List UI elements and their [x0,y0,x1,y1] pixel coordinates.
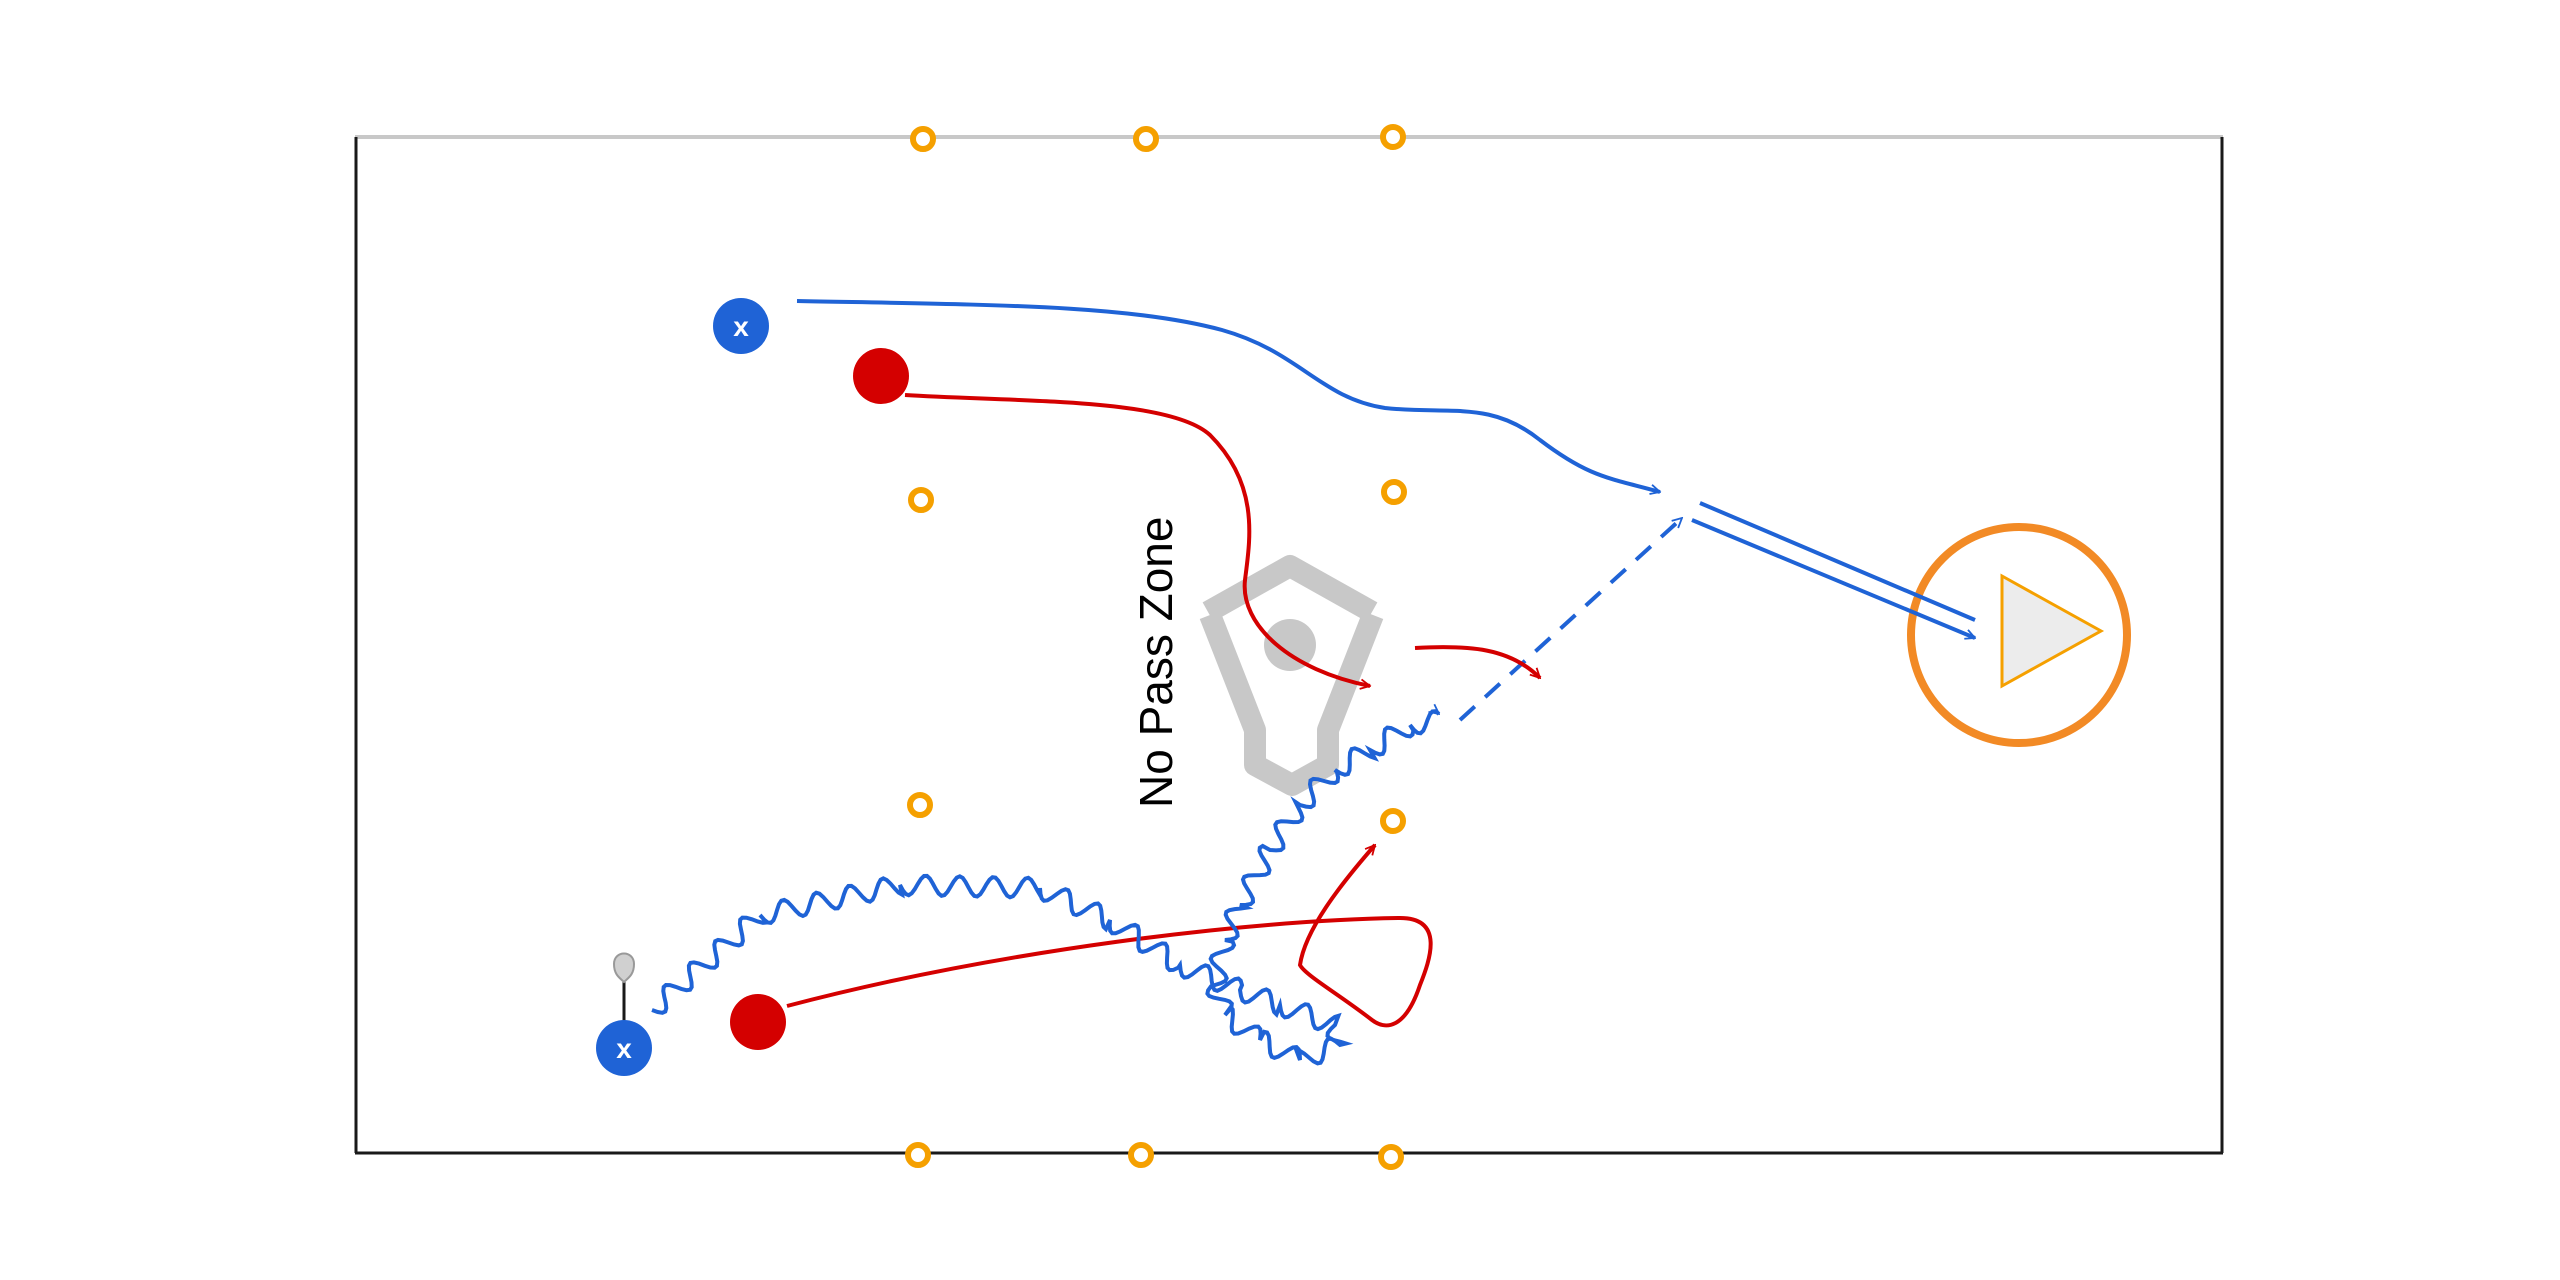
defense-run-path-bottom [786,845,1433,1028]
cone-icon [910,126,936,152]
offense-dodge-path [651,711,1439,1066]
goal-icon [1907,523,2131,747]
defense-run-path-top [904,393,1370,686]
shot-path [1691,501,1975,640]
pass-path-dashed [1458,516,1682,722]
cone-icon [1380,124,1406,150]
cone-icon [1133,126,1159,152]
svg-text:x: x [616,1033,632,1064]
defense-player-top[interactable] [853,348,909,404]
watermark-logo [1199,555,1384,796]
cone-icon [1380,808,1406,834]
svg-text:x: x [733,311,749,342]
cone-icon [1378,1144,1404,1170]
cone-icon [908,487,934,513]
cone-icon [1381,479,1407,505]
defense-player-bottom[interactable] [730,994,786,1050]
field [354,135,2224,1155]
offense-player-top[interactable]: x [713,298,769,354]
offense-run-path-top [796,299,1660,492]
cone-icon [907,792,933,818]
cone-icon [905,1142,931,1168]
cone-icon [1128,1142,1154,1168]
cones [905,124,1407,1170]
offense-player-bottom[interactable]: x [596,1020,652,1076]
defense-slide-path [1414,645,1540,678]
no-pass-zone-label: No Pass Zone [1130,517,1182,808]
